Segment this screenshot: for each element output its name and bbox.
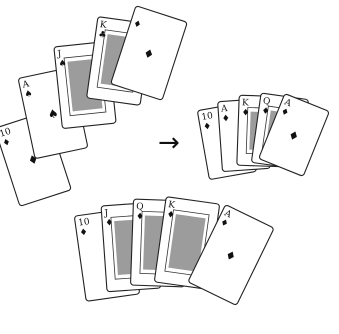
card-rank: 10 <box>78 217 91 229</box>
card-suit-small: ♦ <box>222 114 231 125</box>
card-suit-small: ♦ <box>241 108 249 118</box>
right-hand: 10♦♦A♦♦K♦Q♦A♦♦ <box>197 93 329 180</box>
bottom-hand: 10♦♦J♦Q♦K♦A♦♦ <box>74 197 274 306</box>
transition-arrow: → <box>158 128 180 158</box>
top-left-hand: 10♦♦A♠♠J♠K♣♦♦ <box>0 6 187 207</box>
card-suit-small: ♦ <box>105 218 114 229</box>
card-suit-small: ♣ <box>98 30 107 41</box>
card-suit-small: ♦ <box>166 210 175 221</box>
card-rank: Q <box>136 202 144 212</box>
card-suit-small: ♠ <box>58 59 67 70</box>
card-rank: K <box>242 98 249 108</box>
card-rank: A <box>220 104 229 115</box>
card-suit-small: ♦ <box>202 122 212 133</box>
card-suit-small: ♦ <box>136 212 144 222</box>
card-suit-small: ♦ <box>79 228 88 239</box>
card-suit-small: ♦ <box>261 106 270 117</box>
